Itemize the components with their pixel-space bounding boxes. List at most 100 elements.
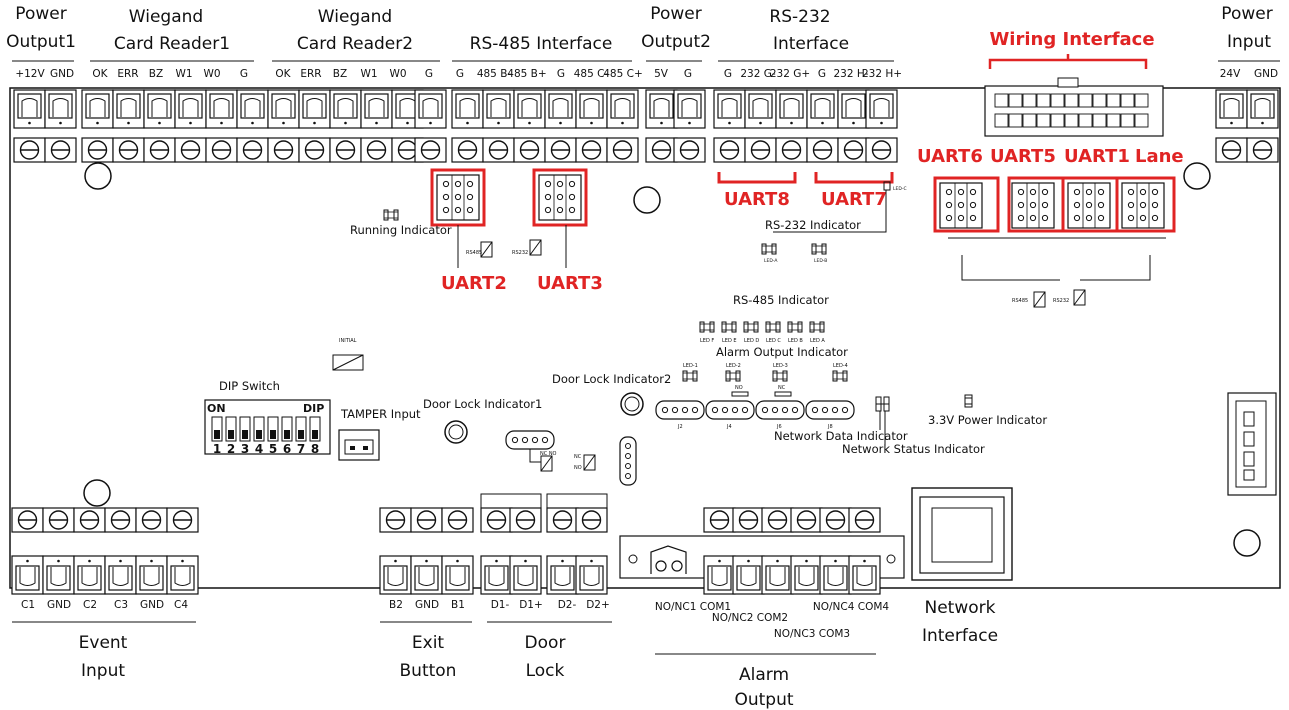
dip-dip-label: DIP bbox=[303, 402, 324, 415]
door-lock-title-l2: Lock bbox=[526, 661, 565, 681]
mount-hole bbox=[83, 479, 111, 507]
network-interface-title-l1: Network bbox=[925, 598, 996, 618]
pin-label: C4 bbox=[174, 599, 188, 611]
pin-label: NO/NC2 COM2 bbox=[712, 612, 788, 624]
terminal-wiegand2 bbox=[267, 89, 447, 163]
pin-label: 485 C+ bbox=[603, 68, 643, 80]
small-label: RS485 bbox=[1012, 298, 1028, 304]
event-input-title-l2: Input bbox=[81, 661, 125, 681]
small-label: NC bbox=[574, 454, 582, 460]
exit-button-title-l2: Button bbox=[400, 661, 457, 681]
mount-hole bbox=[633, 186, 661, 214]
small-label: NC NO bbox=[540, 451, 557, 457]
terminal-power-input bbox=[1215, 89, 1279, 163]
uart2-header: UART2 bbox=[430, 168, 507, 294]
pin-label: GND bbox=[415, 599, 439, 611]
pin-label: D2- bbox=[558, 599, 577, 611]
mount-hole bbox=[84, 162, 112, 190]
pin-label: W0 bbox=[389, 68, 406, 80]
terminal-alarm-output bbox=[619, 507, 905, 595]
alarm-output-title-l1: Alarm bbox=[739, 665, 789, 685]
door-lock-indicator1-led bbox=[444, 420, 468, 444]
event-input-title-l1: Event bbox=[79, 633, 128, 653]
wiegand2-title-l2: Card Reader2 bbox=[297, 34, 413, 54]
small-label: RS485 bbox=[466, 250, 482, 256]
pin-label: 232 H- bbox=[833, 68, 868, 80]
power-output2-title-l1: Power bbox=[650, 4, 701, 24]
wiring-interface-title: Wiring Interface bbox=[989, 29, 1154, 50]
power-33v-indicator-label: 3.3V Power Indicator bbox=[928, 413, 1047, 427]
terminal-rs232 bbox=[713, 89, 898, 163]
small-label: J2 bbox=[677, 424, 683, 430]
tamper-input: TAMPER Input bbox=[338, 407, 421, 461]
pin-label: 485 C- bbox=[574, 68, 609, 80]
door-lock-title-l1: Door bbox=[525, 633, 566, 653]
bottom-pin-labels: C1 GND C2 C3 GND C4 B2 GND B1 D1- D1+ D2… bbox=[21, 599, 889, 640]
small-label: LED E bbox=[722, 338, 737, 344]
door-lock-indicator2-label: Door Lock Indicator2 bbox=[552, 372, 671, 386]
terminal-rs485 bbox=[451, 89, 639, 163]
small-label: RS232 bbox=[1053, 298, 1069, 304]
pin-label: G bbox=[456, 68, 464, 80]
pin-label: W1 bbox=[175, 68, 192, 80]
pin-label: G bbox=[557, 68, 565, 80]
bottom-footers: Event Input Exit Button Door Lock Alarm … bbox=[79, 598, 998, 710]
pin-label: G bbox=[818, 68, 826, 80]
small-label: LED F bbox=[700, 338, 714, 344]
power-input-title-l2: Input bbox=[1227, 32, 1271, 52]
footer-underlines bbox=[12, 621, 876, 655]
network-indicators: Network Data Indicator Network Status In… bbox=[774, 394, 1047, 456]
initial-jumper: INITIAL bbox=[332, 338, 364, 371]
mount-hole bbox=[1183, 162, 1211, 190]
pin-label: GND bbox=[50, 68, 74, 80]
terminal-door-lock bbox=[480, 493, 608, 595]
dip-on-label: ON bbox=[207, 402, 226, 415]
small-label: LED-A bbox=[764, 258, 778, 264]
network-interface-port bbox=[911, 487, 1013, 581]
alarm-output-title-l2: Output bbox=[734, 690, 793, 710]
pin-label: OK bbox=[92, 68, 108, 80]
pin-label: NO/NC1 COM1 bbox=[655, 601, 731, 613]
pin-label: D1- bbox=[491, 599, 510, 611]
pin-label: 5V bbox=[654, 68, 669, 80]
uart8-label: UART8 bbox=[724, 189, 790, 210]
dip-number: 7 bbox=[297, 442, 305, 456]
small-label: LED-C bbox=[893, 186, 907, 192]
uart7-bracket: UART7 bbox=[814, 172, 894, 210]
rs232-title-l2: Interface bbox=[773, 34, 849, 54]
pin-label: D1+ bbox=[519, 599, 543, 611]
pin-label: C1 bbox=[21, 599, 35, 611]
small-label: LED D bbox=[744, 338, 759, 344]
wiegand2-title-l1: Wiegand bbox=[318, 7, 392, 27]
dip-switch-label: DIP Switch bbox=[219, 379, 280, 393]
dip-number: 6 bbox=[283, 442, 291, 456]
pin-label: G bbox=[425, 68, 433, 80]
pin-label: D2+ bbox=[586, 599, 610, 611]
uart5-label: UART5 bbox=[990, 146, 1056, 167]
wiring-interface-connector bbox=[984, 77, 1164, 137]
pin-label: 232 H+ bbox=[862, 68, 902, 80]
pin-label: G bbox=[684, 68, 692, 80]
power-output2-title-l2: Output2 bbox=[641, 32, 711, 52]
top-headers: Power Output1 Wiegand Card Reader1 Wiega… bbox=[6, 4, 1273, 54]
pin-label: GND bbox=[47, 599, 71, 611]
pin-label: +12V bbox=[15, 68, 45, 80]
board-outline bbox=[9, 87, 1281, 589]
uart3-label: UART3 bbox=[537, 273, 603, 294]
uart3-header: UART3 bbox=[532, 168, 603, 294]
small-label: LED-B bbox=[814, 258, 827, 264]
pin-label: GND bbox=[140, 599, 164, 611]
pin-label: 485 B- bbox=[477, 68, 512, 80]
power-input-title-l1: Power bbox=[1221, 4, 1272, 24]
door-lock-indicator2-led bbox=[620, 392, 644, 416]
pin-label: 232 G- bbox=[740, 68, 776, 80]
rs485-rs232-jumpers: RS485 RS232 bbox=[466, 239, 542, 258]
pin-label: B1 bbox=[451, 599, 465, 611]
network-status-indicator-label: Network Status Indicator bbox=[842, 442, 985, 456]
pin-label: BZ bbox=[149, 68, 163, 80]
small-label: LED C bbox=[766, 338, 781, 344]
terminal-wiegand1 bbox=[81, 89, 269, 163]
pin-label: ERR bbox=[117, 68, 138, 80]
rs485-title: RS-485 Interface bbox=[470, 34, 613, 54]
dip-number: 5 bbox=[269, 442, 277, 456]
